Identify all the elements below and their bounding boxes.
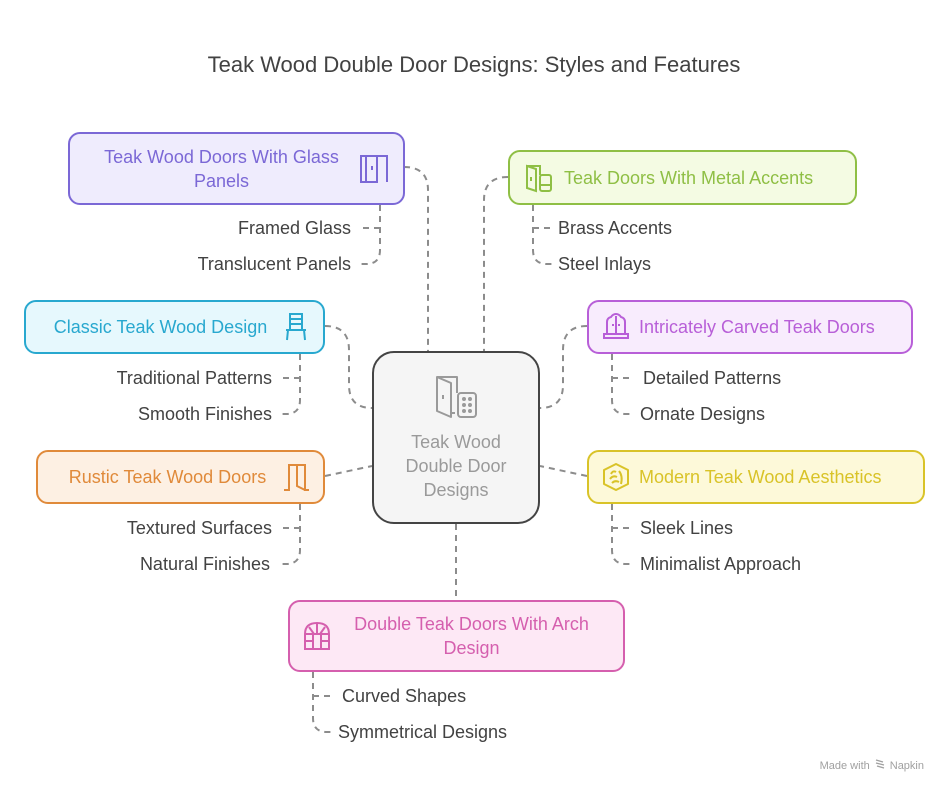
branch-rustic-doors: Rustic Teak Wood Doors bbox=[36, 450, 325, 504]
branch-label: Rustic Teak Wood Doors bbox=[68, 467, 267, 487]
branch-carved-doors: Intricately Carved Teak Doors bbox=[587, 300, 913, 354]
sub-item: Steel Inlays bbox=[558, 254, 652, 274]
glass-door-icon bbox=[359, 154, 389, 184]
footer-brand: Napkin bbox=[889, 759, 924, 772]
central-topic: Teak Wood Double Door Designs bbox=[372, 351, 540, 524]
sub-item: Minimalist Approach bbox=[640, 554, 802, 574]
modern-emblem-icon bbox=[601, 462, 631, 492]
branch-classic-design: Classic Teak Wood Design bbox=[24, 300, 325, 354]
door-metal-icon bbox=[524, 163, 554, 193]
branch-label: Intricately Carved Teak Doors bbox=[639, 317, 875, 337]
branch-label: Modern Teak Wood Aesthetics bbox=[639, 467, 882, 487]
sub-item: Textured Surfaces bbox=[126, 518, 272, 538]
sub-item: Translucent Panels bbox=[197, 254, 351, 274]
branch-label: Classic Teak Wood Design bbox=[53, 317, 268, 337]
central-topic-label: Teak Wood Double Door Designs bbox=[405, 432, 507, 500]
sub-item: Sleek Lines bbox=[640, 518, 734, 538]
napkin-logo-icon bbox=[874, 758, 886, 773]
branch-arch-design: Double Teak Doors With Arch Design bbox=[288, 600, 625, 672]
sub-item: Curved Shapes bbox=[342, 686, 467, 706]
sub-item: Natural Finishes bbox=[139, 554, 270, 574]
sub-item: Traditional Patterns bbox=[116, 368, 272, 388]
sub-item: Detailed Patterns bbox=[643, 368, 782, 388]
double-door-keypad-icon bbox=[433, 373, 479, 424]
footer-prefix: Made with bbox=[819, 759, 870, 772]
branch-label: Teak Doors With Metal Accents bbox=[564, 167, 814, 188]
branch-label: Double Teak Doors With Arch Design bbox=[354, 614, 589, 658]
sub-item: Ornate Designs bbox=[640, 404, 766, 424]
chair-icon bbox=[281, 312, 311, 342]
sub-item: Symmetrical Designs bbox=[338, 722, 508, 742]
branch-label: Teak Wood Doors With Glass Panels bbox=[104, 146, 339, 191]
branch-modern-aesthetics: Modern Teak Wood Aesthetics bbox=[587, 450, 925, 504]
sub-item: Smooth Finishes bbox=[137, 404, 272, 424]
open-door-icon bbox=[281, 462, 311, 492]
branch-metal-accents: Teak Doors With Metal Accents bbox=[508, 150, 857, 205]
branch-glass-panels: Teak Wood Doors With Glass Panels bbox=[68, 132, 405, 205]
carved-door-icon bbox=[601, 312, 631, 342]
diagram-title: Teak Wood Double Door Designs: Styles an… bbox=[207, 52, 741, 77]
napkin-attribution: Made with Napkin bbox=[820, 758, 924, 773]
sub-item: Framed Glass bbox=[237, 218, 351, 238]
sub-item: Brass Accents bbox=[558, 218, 673, 238]
arch-window-icon bbox=[302, 621, 332, 651]
